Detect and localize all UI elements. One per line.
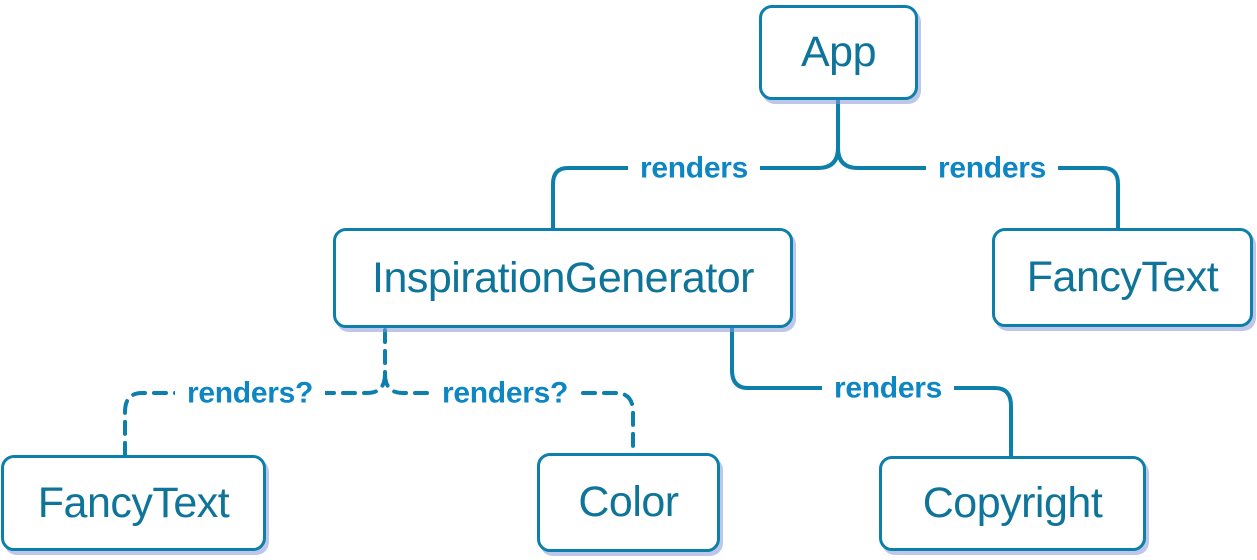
- edge-inspirationgenerator-color-dashed: [383, 372, 635, 453]
- edge-label-renders-right: renders: [926, 151, 1058, 185]
- node-fancy-text-top: FancyText: [992, 228, 1253, 327]
- node-color-label: Color: [578, 478, 679, 526]
- node-app-label: App: [800, 28, 877, 76]
- edge-label-renders-conditional-right: renders?: [430, 376, 580, 410]
- edge-inspirationgenerator-fancytext-dashed: [123, 372, 387, 457]
- node-copyright: Copyright: [879, 456, 1146, 551]
- node-fancy-text-bottom-label: FancyText: [37, 478, 230, 527]
- node-inspiration-generator-label: InspirationGenerator: [372, 253, 755, 302]
- edge-label-renders-copyright: renders: [822, 371, 954, 405]
- edge-label-renders-left: renders: [628, 151, 760, 185]
- edge-label-renders-conditional-left: renders?: [175, 376, 325, 410]
- node-color: Color: [537, 453, 720, 552]
- node-app: App: [759, 5, 918, 100]
- node-inspiration-generator: InspirationGenerator: [333, 228, 793, 328]
- node-copyright-label: Copyright: [922, 479, 1103, 527]
- node-fancy-text-top-label: FancyText: [1026, 253, 1219, 301]
- node-fancy-text-bottom: FancyText: [1, 455, 266, 551]
